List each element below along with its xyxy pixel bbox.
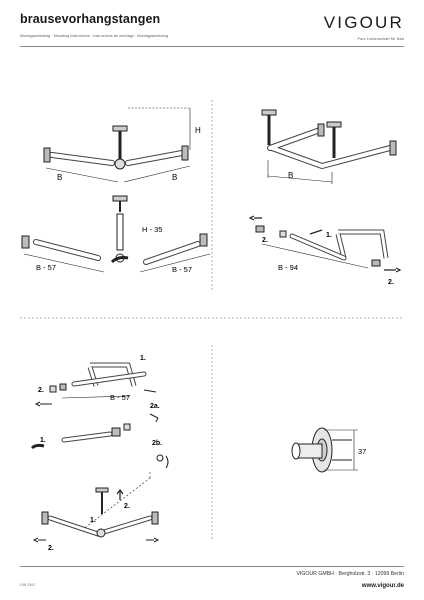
brand-logo: VIGOUR (323, 13, 404, 32)
d3-b-right-label: B - 57 (172, 265, 192, 274)
d3-b-left-label: B - 57 (36, 263, 56, 272)
d5-step1b: 1. (40, 437, 46, 444)
grid-dividers (20, 100, 404, 540)
header-rule (20, 46, 404, 47)
d5-step2b: 2b. (152, 440, 162, 447)
d5-step2a: 2. (38, 387, 44, 394)
diagram-assembly-steps (30, 362, 169, 543)
d5-step2a-alt: 2a. (150, 403, 160, 410)
d2-b-label: B (288, 171, 293, 180)
diagram-u-rod-overview (261, 109, 397, 184)
d1-b-right-label: B (172, 173, 177, 182)
d4-step2a: 2. (262, 237, 268, 244)
d1-height-label: H (195, 126, 201, 135)
d5-b-label: B - 57 (110, 393, 130, 402)
document-subtitle: Montageanleitung · Mounting instructions… (20, 34, 169, 38)
diagram-u-rod-steps (248, 215, 402, 273)
diagram-l-rod-parts (21, 195, 211, 273)
d4-b-label: B - 94 (278, 263, 298, 272)
diagram-l-rod-overview (43, 107, 191, 183)
d3-h-label: H - 35 (142, 225, 162, 234)
document-title: brausevorhangstangen (20, 12, 161, 26)
diagram-flange-detail (291, 427, 358, 473)
footer-doc-number: DIN 0302 (20, 583, 36, 587)
brand-tagline: Pure Leidenschaft für Bad (357, 37, 404, 41)
d5-step2c: 2. (124, 503, 130, 510)
d5-step1a: 1. (140, 355, 146, 362)
d4-step1: 1. (326, 232, 332, 239)
d5-step2d: 2. (48, 545, 54, 552)
footer-address: VIGOUR GMBH · Bergholzstr. 3 · 12099 Ber… (296, 571, 404, 577)
footer-rule (20, 566, 404, 567)
d1-b-left-label: B (57, 173, 62, 182)
footer-website: www.vigour.de (361, 583, 404, 589)
d4-step2b: 2. (388, 279, 394, 286)
d6-dim-label: 37 (358, 447, 366, 456)
d5-step1c: 1. (90, 517, 96, 524)
